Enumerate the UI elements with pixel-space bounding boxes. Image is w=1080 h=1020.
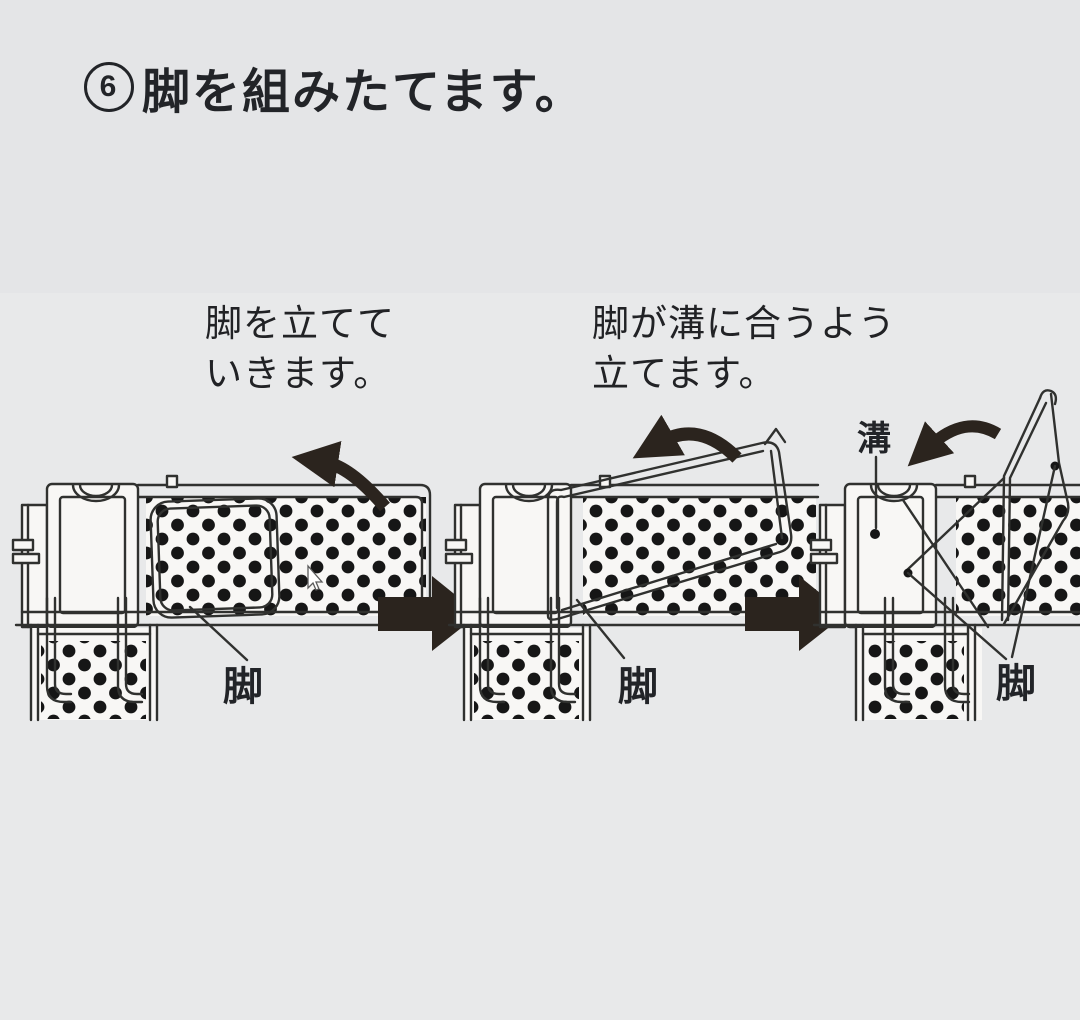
step1-caption: 脚を立てて いきます。 — [205, 299, 395, 399]
step3-diagram: 脚 溝 — [809, 389, 1080, 722]
diagram-canvas: 脚 — [11, 389, 1080, 722]
step3-groove-dot — [870, 529, 880, 539]
step1-caption-line2: いきます。 — [205, 353, 392, 394]
mouse-cursor — [307, 564, 324, 591]
page-title-text: 脚を組みたてます。 — [142, 66, 585, 119]
step3-deck-panel — [956, 497, 1080, 616]
step1-diagram: 脚 — [11, 441, 432, 722]
step3-rotate-arrow — [907, 420, 1002, 467]
step1-leg-leader-line — [188, 605, 249, 662]
step1-leg-frame-flat — [149, 497, 281, 619]
step3-leg-frame-standing — [901, 389, 1070, 629]
step2-rotate-arrow — [632, 414, 742, 463]
step2-deck-panel — [583, 497, 816, 616]
step2-caption-line2: 立てます。 — [592, 353, 777, 394]
step3-bench-frame — [809, 474, 1080, 629]
step3-leg-label: 脚 — [996, 662, 1036, 706]
step1-caption-line1: 脚を立てて — [205, 303, 395, 344]
step1-bench-frame — [11, 474, 432, 629]
step3-leg-leader-line — [1010, 464, 1057, 659]
step3-groove-label: 溝 — [857, 420, 891, 458]
step3-hanging-panel — [854, 596, 982, 722]
step1-deck-panel — [146, 497, 426, 616]
step2-diagram: 脚 — [444, 414, 820, 722]
step2-hanging-panel — [462, 596, 592, 722]
step1-leg-label: 脚 — [223, 665, 263, 709]
step2-leg-frame-tilted — [546, 427, 793, 621]
step1-rotate-arrow — [291, 441, 390, 512]
step2-caption-line1: 脚が溝に合うよう — [592, 303, 896, 344]
step-number-badge: 6 — [84, 62, 134, 112]
step2-caption: 脚が溝に合うよう 立てます。 — [592, 299, 896, 399]
page-title: 6 脚を組みたてます。 — [84, 52, 585, 122]
step3-leg-leader-line — [906, 571, 1008, 661]
step2-leg-label: 脚 — [618, 665, 658, 709]
step2-leg-leader-line — [575, 598, 626, 660]
next-step-arrow-1 — [378, 576, 479, 651]
step1-hanging-panel — [29, 596, 159, 722]
